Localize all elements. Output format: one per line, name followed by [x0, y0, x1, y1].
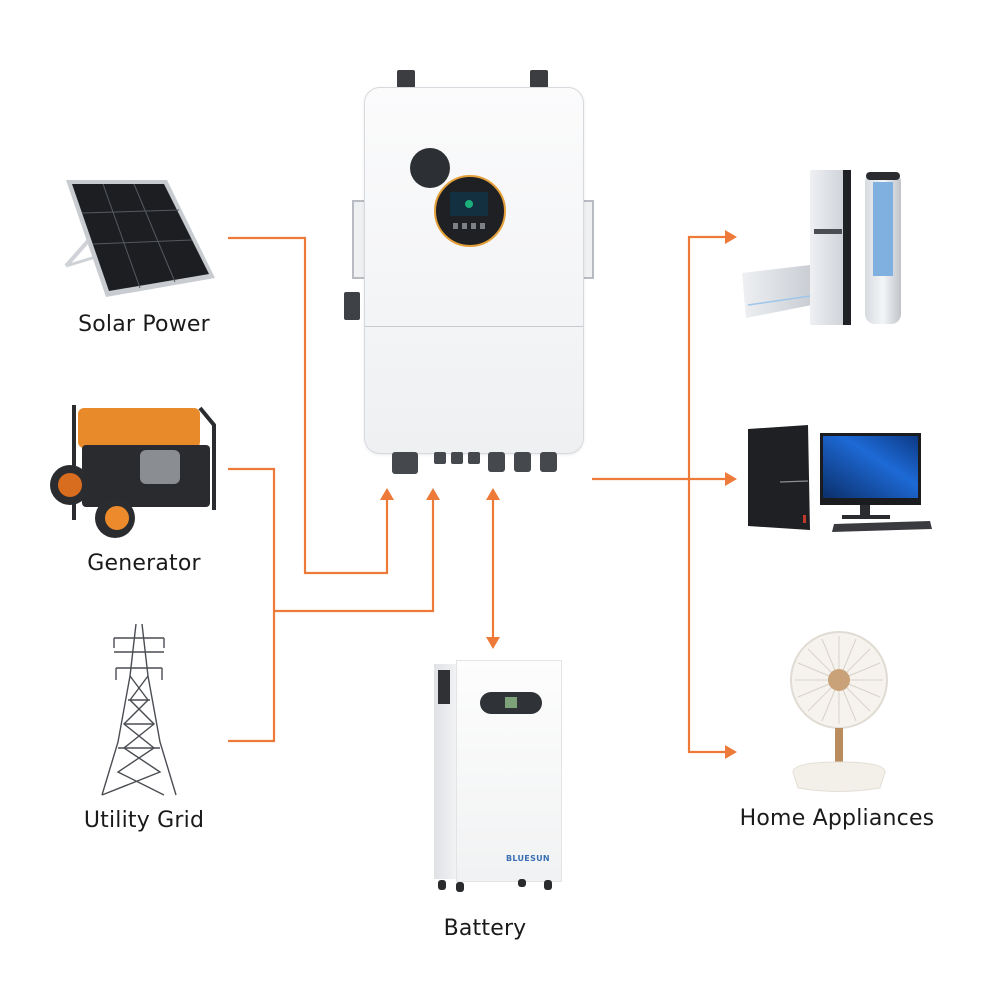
- solar-flow-line: [228, 236, 389, 575]
- arrow-ac-bus: [426, 488, 440, 500]
- battery-lcd: [505, 697, 517, 708]
- ac-bus-flow-line: [274, 500, 435, 613]
- generator-label: Generator: [87, 551, 201, 576]
- battery-brand: BLUESUN: [506, 854, 550, 863]
- solar-label: Solar Power: [78, 312, 210, 337]
- battery-label: Battery: [443, 916, 527, 941]
- battery-side-vent: [438, 670, 450, 704]
- display-screen: [450, 192, 488, 216]
- battery-display-panel: [480, 692, 542, 714]
- mount-tab-left: [397, 70, 415, 88]
- battery-wheel-4: [544, 880, 552, 890]
- battery-wheel-2: [456, 882, 464, 892]
- inverter-knob: [410, 148, 450, 188]
- gland-2: [434, 452, 446, 464]
- screen-status-dot: [465, 200, 473, 208]
- arrow-solar: [380, 488, 394, 500]
- gland-7: [540, 452, 557, 472]
- inverter-display: [434, 175, 506, 247]
- grid-label: Utility Grid: [83, 808, 205, 833]
- arrow-computer: [725, 472, 737, 486]
- arrow-battery-down: [486, 637, 500, 649]
- bottom-cable-glands: [392, 452, 572, 474]
- mount-tab-right: [530, 70, 548, 88]
- panel-divider: [365, 326, 583, 327]
- generator-flow-line: [228, 467, 276, 743]
- output-branch-line: [687, 235, 725, 754]
- gland-5: [488, 452, 505, 472]
- home-appliances-label: Home Appliances: [739, 806, 935, 831]
- gland-6: [514, 452, 531, 472]
- arrow-ac-units: [725, 230, 737, 244]
- display-buttons: [453, 223, 487, 229]
- hybrid-inverter-icon: [344, 70, 602, 490]
- gland-1: [392, 452, 418, 474]
- gland-3: [451, 452, 463, 464]
- side-cable-gland: [344, 292, 360, 320]
- battery-wheel-3: [518, 879, 526, 887]
- arrow-battery-up: [486, 488, 500, 500]
- arrow-fan: [725, 745, 737, 759]
- gland-4: [468, 452, 480, 464]
- battery-cabinet-icon: BLUESUN: [434, 660, 562, 895]
- battery-side: [434, 664, 456, 879]
- inverter-body: [364, 87, 584, 454]
- side-handle-left: [352, 200, 366, 279]
- battery-wheel-1: [438, 880, 446, 890]
